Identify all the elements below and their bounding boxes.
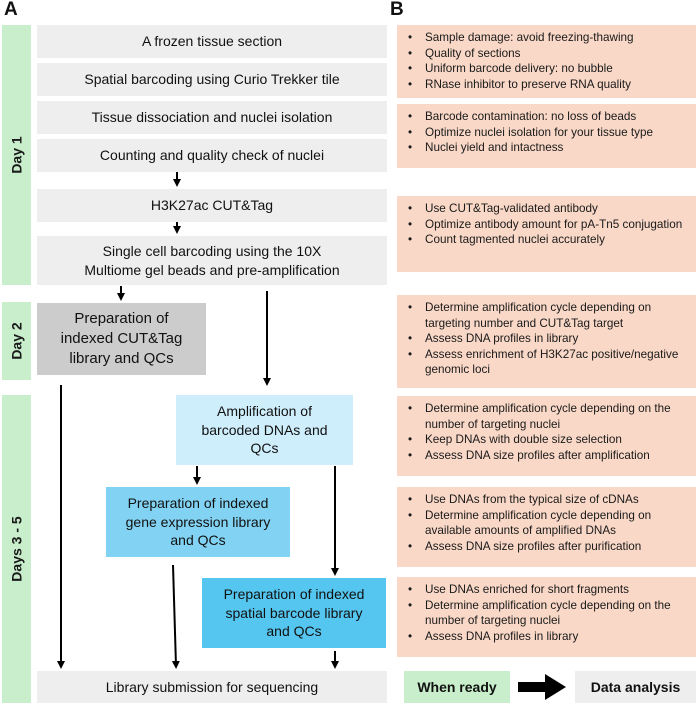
tip-item: Use DNAs enriched for short fragments (405, 582, 688, 598)
step-gene-expression-library: Preparation of indexed gene expression l… (106, 487, 290, 557)
tip-item: Assess enrichment of H3K27ac positive/ne… (405, 347, 688, 378)
step-frozen-section: A frozen tissue section (37, 25, 387, 58)
tip-item: Barcode contamination: no loss of beads (405, 109, 688, 125)
spatial-lib-line1: Preparation of indexed (223, 585, 365, 602)
tip-box-3: Use CUT&Tag-validated antibody Optimize … (397, 196, 696, 272)
step-cut-tag-library: Preparation of indexed CUT&Tag library a… (37, 303, 206, 375)
tip-item: RNase inhibitor to preserve RNA quality (405, 77, 688, 93)
panel-a-label: A (4, 0, 18, 20)
tip-item: Assess DNA profiles in library (405, 629, 688, 645)
cut-tag-lib-line3: library and QCs (69, 350, 174, 368)
step-counting: Counting and quality check of nuclei (37, 139, 387, 172)
tip-item: Count tagmented nuclei accurately (405, 232, 688, 248)
tip-item: Optimize antibody amount for pA-Tn5 conj… (405, 217, 688, 233)
step-single-cell-barcoding: Single cell barcoding using the 10X Mult… (37, 236, 387, 285)
tip-box-6: Use DNAs from the typical size of cDNAs … (397, 487, 696, 567)
step-spatial-barcode-library: Preparation of indexed spatial barcode l… (202, 578, 386, 648)
tip-item: Assess DNA size profiles after amplifica… (405, 448, 688, 464)
tip-box-7: Use DNAs enriched for short fragments De… (397, 577, 696, 657)
tip-item: Determine amplification cycle depending … (405, 300, 688, 331)
cut-tag-lib-line2: indexed CUT&Tag (60, 329, 183, 347)
day2-band: Day 2 (2, 302, 31, 380)
panel-b-label: B (390, 0, 404, 20)
tip-item: Determine amplification cycle depending … (405, 598, 688, 629)
arrow-when-ready-to-analysis (518, 674, 566, 700)
step-single-cell-line1: Single cell barcoding using the 10X (102, 242, 322, 259)
tip-item: Nuclei yield and intactness (405, 140, 688, 156)
step-library-submission: Library submission for sequencing (37, 671, 387, 703)
tip-item: Determine amplification cycle depending … (405, 401, 688, 432)
tip-item: Assess DNA size profiles after purificat… (405, 539, 688, 555)
days3-5-band: Days 3 - 5 (2, 395, 31, 703)
day1-band: Day 1 (2, 25, 31, 285)
when-ready-box: When ready (404, 671, 510, 703)
step-cut-tag: H3K27ac CUT&Tag (37, 189, 387, 222)
data-analysis-box: Data analysis (575, 671, 696, 703)
tip-box-5: Determine amplification cycle depending … (397, 396, 696, 476)
cut-tag-lib-line1: Preparation of (74, 309, 169, 327)
step-dissociation: Tissue dissociation and nuclei isolation (37, 101, 387, 134)
amplification-line1: Amplification of (217, 402, 312, 419)
tip-item: Uniform barcode delivery: no bubble (405, 61, 688, 77)
tip-item: Optimize nuclei isolation for your tissu… (405, 125, 688, 141)
tip-item: Sample damage: avoid freezing-thawing (405, 30, 688, 46)
gex-lib-line2: gene expression library (125, 513, 271, 530)
step-spatial-barcoding: Spatial barcoding using Curio Trekker ti… (37, 63, 387, 96)
spatial-lib-line2: spatial barcode library (225, 604, 363, 621)
tip-item: Determine amplification cycle depending … (405, 508, 688, 539)
step-single-cell-line2: Multiome gel beads and pre-amplification (84, 261, 340, 278)
tip-item: Keep DNAs with double size selection (405, 432, 688, 448)
amplification-line3: QCs (250, 440, 279, 457)
tip-box-4: Determine amplification cycle depending … (397, 295, 696, 388)
tip-item: Use DNAs from the typical size of cDNAs (405, 492, 688, 508)
tip-box-2: Barcode contamination: no loss of beads … (397, 104, 696, 168)
arrow-gex-to-submission (171, 564, 180, 669)
tip-item: Quality of sections (405, 46, 688, 62)
spatial-lib-line3: and QCs (266, 623, 322, 640)
tip-box-1: Sample damage: avoid freezing-thawing Qu… (397, 25, 696, 98)
gex-lib-line3: and QCs (170, 532, 226, 549)
tip-item: Use CUT&Tag-validated antibody (405, 201, 688, 217)
step-amplification: Amplification of barcoded DNAs and QCs (176, 395, 353, 465)
amplification-line2: barcoded DNAs and (201, 421, 328, 438)
tip-item: Assess DNA profiles in library (405, 331, 688, 347)
gex-lib-line1: Preparation of indexed (127, 494, 269, 511)
